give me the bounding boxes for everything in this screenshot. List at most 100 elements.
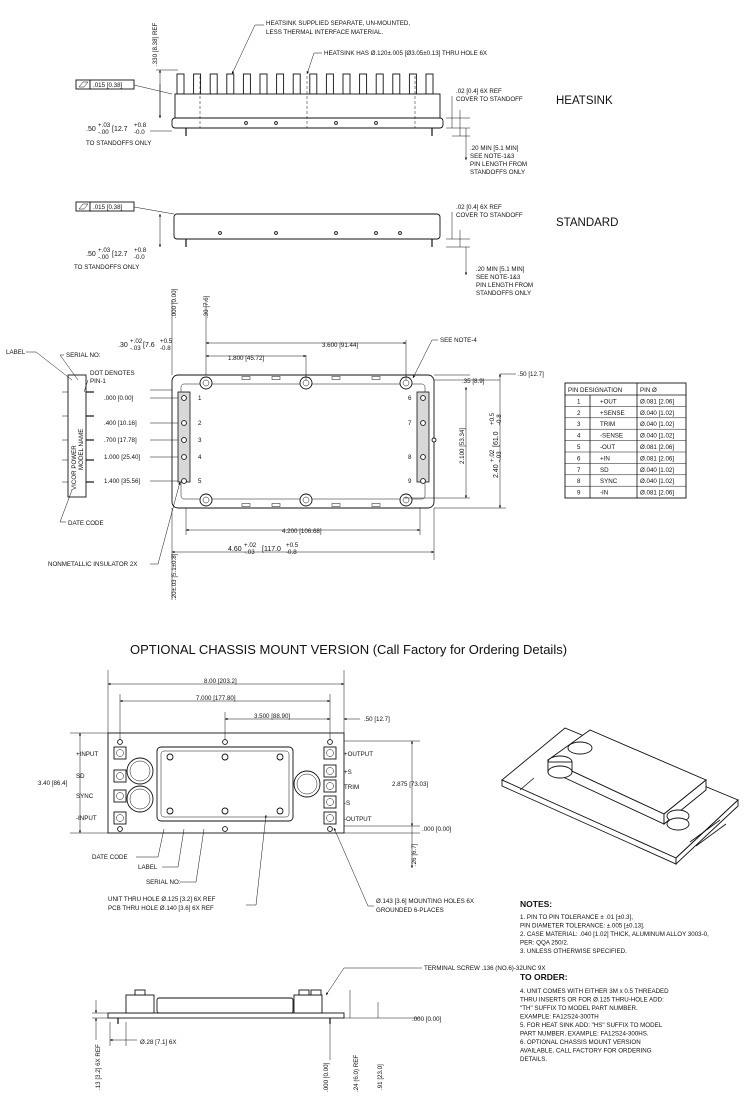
- order-line: "TH" SUFFIX TO MODEL PART NUMBER.: [520, 1005, 638, 1012]
- pin-table-name: -OUT: [600, 444, 615, 451]
- chassis-dim-3500: 3.500 [88.90]: [254, 713, 290, 720]
- chassis-right-label: -OUTPUT: [344, 816, 372, 823]
- pin-table-name: SYNC: [600, 478, 618, 485]
- mounting-bosses: [199, 376, 413, 507]
- pin-table-dia: Ø.081 [2.06]: [640, 398, 674, 405]
- top-dim-76: [7.6: [143, 342, 155, 349]
- edge-notch: [241, 503, 251, 507]
- top-serial: SERIAL NO:: [66, 352, 101, 359]
- chassis-capacitor: [126, 785, 154, 813]
- mounting-boss-hole: [402, 496, 410, 504]
- heatsink-standoff-tol-dn: -.00: [98, 129, 109, 136]
- dim-460: 4.60: [228, 546, 242, 553]
- dim-240-up: +.02: [489, 449, 496, 462]
- pin-table-name: +SENSE: [600, 410, 625, 417]
- heatsink-height-dim: .330 [8.38] REF: [152, 22, 159, 66]
- heatsink-note-hole: HEATSINK HAS Ø.120±.005 [Ø3.05±0.13] THR…: [324, 50, 487, 57]
- dim-1170: [117.0: [262, 546, 281, 553]
- heatsink-pin-note-3: STANDOFFS ONLY: [470, 169, 525, 176]
- standard-standoff-label: TO STANDOFFS ONLY: [74, 264, 139, 271]
- pin-table-dia: Ø.040 [1.02]: [640, 433, 674, 440]
- chassis-terminal-screw: [326, 782, 334, 790]
- chassis-zero-right: .000 [0.00]: [412, 1016, 442, 1023]
- heatsink-standoff-mm: [12.7: [112, 126, 128, 133]
- edge-notch: [241, 376, 251, 380]
- chassis-mount-hole: [222, 739, 228, 745]
- top-view: VICOR POWER MODEL NAME LABEL SERIAL NO: …: [6, 288, 544, 600]
- chassis-terminal: [323, 779, 337, 793]
- pin-table-dia: Ø.081 [2.06]: [640, 444, 674, 451]
- chassis-left-label: -INPUT: [76, 815, 97, 822]
- pin-number-right: 9: [408, 478, 412, 485]
- pin-table-dia: Ø.081 [2.06]: [640, 490, 674, 497]
- chassis-unit-hole: [166, 807, 174, 815]
- pin-table-dia: Ø.081 [2.06]: [640, 455, 674, 462]
- chassis-mount-hole: [327, 739, 333, 745]
- side-label-1: VICOR POWER: [71, 445, 78, 490]
- side-edge-view: [67, 374, 87, 498]
- pin-table-name: -SENSE: [600, 433, 623, 440]
- chassis-terminal-screw: [116, 814, 124, 822]
- pin-row-dim: 1.000 [25.40]: [104, 454, 140, 461]
- standard-module-body: [173, 213, 441, 240]
- standard-title: STANDARD: [556, 217, 618, 229]
- chassis-terminal-screw: [326, 814, 334, 822]
- pin-table-num: 9: [577, 490, 581, 497]
- pin-number-left: 4: [198, 454, 202, 461]
- dim-610: [61.0: [493, 431, 500, 447]
- pin-number-right: 8: [408, 454, 412, 461]
- insulator-label: NONMETALLIC INSULATOR 2X: [48, 561, 137, 568]
- pin-table-name: SD: [600, 467, 609, 474]
- standard-flatness: .015 [0.38]: [93, 204, 123, 211]
- heatsink-fins: [176, 73, 434, 95]
- heatsink-cover-ref: .02 [0.4] 6X REF: [456, 88, 502, 95]
- chassis-terminal-screw: [326, 798, 334, 806]
- pin-number-left: 2: [198, 420, 202, 427]
- chassis-unit-hole: [276, 807, 284, 815]
- heatsink-fin: [392, 73, 401, 95]
- standard-standoff-tol-dn: -.00: [98, 254, 109, 261]
- chassis-terminal-screw: [326, 749, 334, 757]
- chassis-unit-hole: [221, 807, 229, 815]
- heatsink-standoff-mm-dn: -0.0: [134, 129, 145, 136]
- dot-pin1: PIN-1: [90, 378, 106, 385]
- pin-marker: [181, 454, 187, 460]
- chassis-terminal: [113, 769, 127, 783]
- heatsink-view: .330 [8.38] REF HEATSINK SUPPLIED SEPARA…: [75, 20, 613, 176]
- side-screw: [298, 989, 310, 996]
- chassis-view: 8.00 [203.2] 7.000 [177.80] 3.500 [88.90…: [38, 670, 474, 914]
- top-dim-76-up: +0.5: [160, 338, 173, 345]
- standard-view: .015 [0.38] .50 +.03 -.00 [12.7 +0.8 -0.…: [74, 201, 618, 297]
- note-line: PIN DIAMETER TOLERANCE: ±.005 [±0.13].: [520, 923, 645, 930]
- heatsink-fin: [242, 73, 251, 95]
- pin-row-dims: .000 [0.00].400 [10.16].700 [17.78]1.000…: [104, 395, 178, 485]
- dim-20: .20±.03 [5.1±0.8]: [171, 553, 178, 600]
- heatsink-fin: [259, 73, 268, 95]
- top-label: LABEL: [6, 349, 26, 356]
- pin-row-dim: .700 [17.78]: [104, 437, 137, 444]
- mounting-boss-hole: [302, 496, 310, 504]
- pin-table-dia: Ø.040 [1.02]: [640, 421, 674, 428]
- heatsink-cover-ref-2: COVER TO STANDOFF: [456, 96, 523, 103]
- pin-marker: [420, 420, 426, 426]
- chassis-terminal: [113, 746, 127, 760]
- mounting-boss: [399, 493, 413, 507]
- chassis-terminal: [323, 746, 337, 760]
- note-line: 2. CASE MATERIAL: .040 [1.02] THICK, ALU…: [520, 931, 709, 938]
- order-line: DETAILS.: [520, 1056, 547, 1063]
- chassis-capacitor: [293, 770, 321, 798]
- heatsink-fin: [309, 73, 318, 95]
- pin-table-name: -IN: [600, 490, 608, 497]
- dim-4200: 4.200 [106.68]: [282, 528, 322, 535]
- chassis-mount-hole-2: GROUNDED 6-PLACES: [376, 907, 444, 914]
- chassis-left-label: SD: [76, 773, 85, 780]
- pin-marker: [181, 478, 187, 484]
- chassis-terminal-screw: [116, 772, 124, 780]
- pin-row-dim: .400 [10.16]: [104, 420, 137, 427]
- pin-table-dia: Ø.040 [1.02]: [640, 467, 674, 474]
- insulator-left: [177, 391, 191, 483]
- edge-notch: [271, 376, 281, 380]
- pin-table-num: 4: [577, 433, 581, 440]
